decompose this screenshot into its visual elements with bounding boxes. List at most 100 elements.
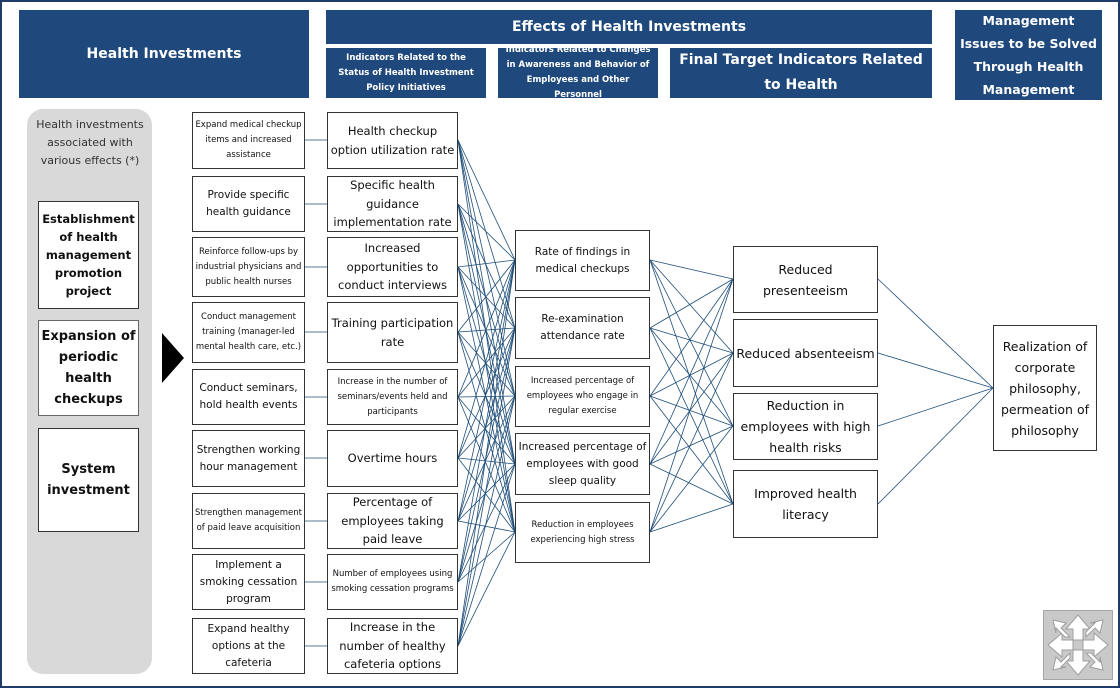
connector-line: [649, 395, 734, 505]
connector-line: [457, 327, 516, 333]
connector-line: [649, 259, 734, 354]
header-policy-indicators: Indicators Related to the Status of Heal…: [326, 48, 486, 98]
connector-line: [457, 457, 516, 465]
connector-line: [457, 259, 516, 398]
category-establishment: Establishment of health management promo…: [38, 201, 139, 309]
connector-line: [457, 259, 516, 522]
behavior-indicator-box: Reduction in employees experiencing high…: [515, 502, 650, 563]
connector-line: [457, 266, 516, 465]
connector-line: [649, 327, 734, 505]
connector-line: [649, 352, 734, 533]
connector-line: [877, 387, 994, 505]
connector-line: [457, 463, 516, 583]
connector-line: [649, 327, 734, 354]
connector-line: [649, 278, 734, 533]
connector-line: [457, 327, 516, 398]
connector-line: [649, 278, 734, 465]
connector-line: [457, 139, 516, 329]
final-indicator-box: Improved health literacy: [733, 470, 878, 538]
investment-box: Provide specific health guidance: [192, 176, 305, 232]
connector-line: [457, 531, 516, 647]
connector-line: [457, 203, 516, 261]
connector-line: [877, 352, 994, 389]
connector-line: [457, 139, 516, 397]
policy-indicator-box: Increased opportunities to conduct inter…: [327, 237, 458, 297]
right-arrow-icon: [162, 333, 184, 383]
category-checkups: Expansion of periodic health checkups: [38, 320, 139, 416]
connector-line: [877, 278, 994, 389]
investment-box: Implement a smoking cessation program: [192, 554, 305, 610]
policy-indicator-box: Overtime hours: [327, 430, 458, 487]
header-management-issues: Management Issues to be Solved Through H…: [955, 10, 1102, 100]
connector-line: [649, 352, 734, 465]
policy-indicator-box: Specific health guidance implementation …: [327, 176, 458, 232]
connector-line: [457, 203, 516, 465]
policy-indicator-box: Percentage of employees taking paid leav…: [327, 493, 458, 549]
connector-line: [649, 259, 734, 280]
connector-line: [649, 327, 734, 427]
connector-line: [457, 531, 516, 583]
connector-line: [457, 396, 516, 533]
behavior-indicator-box: Increased percentage of employees who en…: [515, 366, 650, 427]
connector-line: [649, 278, 734, 329]
connector-line: [457, 139, 516, 465]
connector-line: [649, 278, 734, 397]
investment-box: Strengthen working hour management: [192, 430, 305, 487]
final-indicator-box: Reduced presenteeism: [733, 246, 878, 313]
connector-line: [457, 395, 516, 398]
policy-indicator-box: Increase in the number of seminars/event…: [327, 369, 458, 425]
policy-indicator-box: Increase in the number of healthy cafete…: [327, 618, 458, 674]
connector-line: [649, 259, 734, 427]
connector-line: [649, 259, 734, 505]
investment-box: Conduct seminars, hold health events: [192, 369, 305, 425]
connector-line: [649, 352, 734, 397]
connector-line: [649, 425, 734, 533]
connector-line: [457, 259, 516, 459]
behavior-indicator-box: Re-examination attendance rate: [515, 297, 650, 359]
connector-line: [457, 396, 516, 465]
final-indicator-box: Reduced absenteeism: [733, 319, 878, 387]
connector-line: [457, 463, 516, 647]
connector-line: [649, 395, 734, 427]
connector-line: [649, 503, 734, 533]
category-note: Health investments associated with vario…: [36, 118, 144, 167]
connector-line: [877, 387, 994, 427]
connector-line: [457, 266, 516, 533]
connector-line: [457, 203, 516, 533]
connector-line: [457, 266, 516, 329]
connector-line: [457, 259, 516, 583]
connector-line: [457, 259, 516, 647]
connector-line: [457, 331, 516, 397]
connector-line: [457, 520, 516, 533]
header-effects: Effects of Health Investments: [326, 10, 932, 44]
connector-line: [457, 327, 516, 647]
category-system: System investment: [38, 428, 139, 532]
policy-indicator-box: Health checkup option utilization rate: [327, 112, 458, 169]
connector-line: [457, 203, 516, 397]
connector-line: [457, 395, 516, 522]
connector-line: [457, 327, 516, 522]
connector-line: [457, 259, 516, 268]
connector-line: [457, 331, 516, 465]
investment-box: Expand healthy options at the cafeteria: [192, 618, 305, 674]
investment-box: Strengthen management of paid leave acqu…: [192, 493, 305, 549]
connector-line: [649, 463, 734, 505]
final-indicator-box: Reduction in employees with high health …: [733, 393, 878, 460]
four-way-arrows-icon[interactable]: [1043, 610, 1113, 680]
connector-line: [457, 139, 516, 533]
connector-line: [457, 266, 516, 397]
connector-line: [457, 139, 516, 261]
connector-line: [457, 457, 516, 533]
header-awareness-indicators: Indicators Related to Changes in Awarene…: [498, 45, 658, 100]
connector-line: [457, 259, 516, 333]
connector-line: [457, 203, 516, 329]
connector-line: [457, 327, 516, 459]
investment-box: Expand medical checkup items and increas…: [192, 112, 305, 169]
policy-indicator-box: Training participation rate: [327, 302, 458, 363]
policy-indicator-box: Number of employees using smoking cessat…: [327, 554, 458, 610]
connector-line: [457, 331, 516, 533]
behavior-indicator-box: Increased percentage of employees with g…: [515, 433, 650, 495]
behavior-indicator-box: Rate of findings in medical checkups: [515, 230, 650, 291]
